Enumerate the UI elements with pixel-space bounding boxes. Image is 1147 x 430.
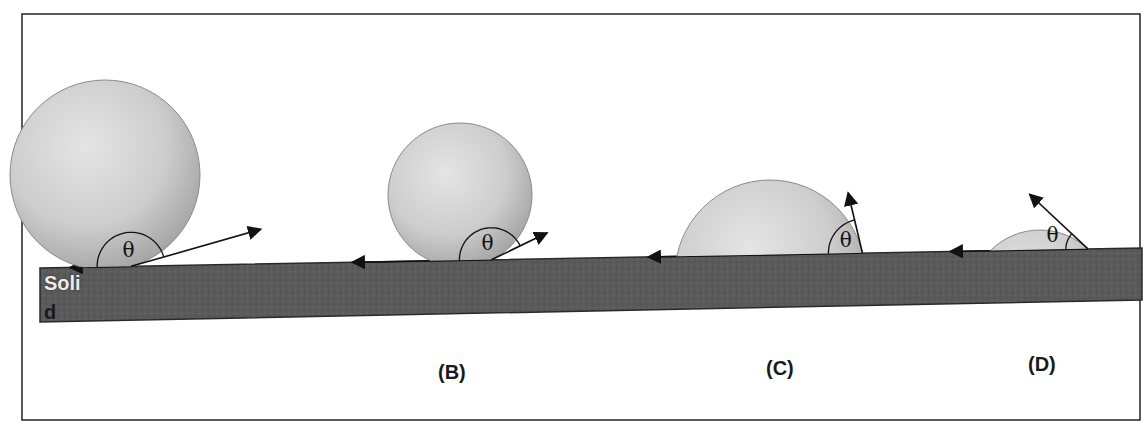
contact-angle-arc bbox=[828, 220, 854, 254]
material-label: d bbox=[44, 302, 56, 322]
contact-angle-symbol: θ bbox=[1046, 225, 1058, 245]
contact-angle-arc bbox=[97, 232, 164, 267]
liquid-droplet bbox=[970, 230, 1110, 370]
tangent-arrow bbox=[1030, 194, 1088, 249]
surface-tension-arrow bbox=[352, 260, 491, 263]
case-label: (D) bbox=[1028, 354, 1056, 374]
solid-surface bbox=[40, 248, 1142, 322]
contact-angle-arc bbox=[459, 228, 520, 261]
case-label: (B) bbox=[438, 362, 466, 382]
liquid-droplet bbox=[388, 123, 532, 267]
liquid-droplet bbox=[10, 80, 200, 270]
contact-angle-arc bbox=[1066, 234, 1072, 249]
liquid-droplet bbox=[675, 180, 865, 370]
tangent-arrow bbox=[491, 233, 547, 260]
tangent-arrow bbox=[131, 229, 261, 266]
contact-angle-symbol: θ bbox=[840, 230, 852, 250]
contact-angle-symbol: θ bbox=[481, 233, 493, 253]
material-label: Soli bbox=[44, 273, 81, 293]
case-label: (C) bbox=[766, 358, 794, 378]
contact-angle-symbol: θ bbox=[123, 240, 135, 260]
